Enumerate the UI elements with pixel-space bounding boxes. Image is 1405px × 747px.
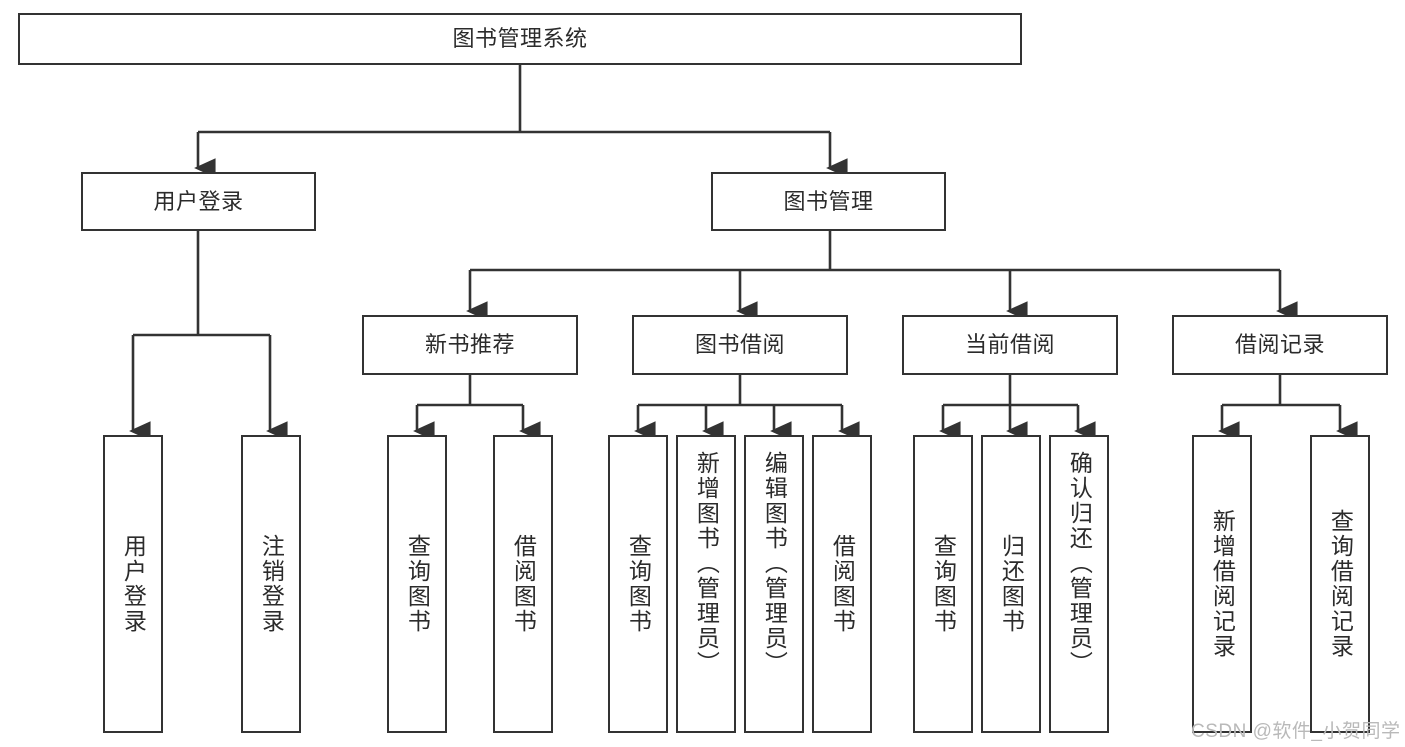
- node-leaf-user-login-label: 用户登录: [120, 534, 147, 634]
- node-leaf-confirm-return-label: 确认归还（管理员）: [1066, 451, 1093, 676]
- node-leaf-query-book-3[interactable]: 查询图书: [913, 435, 973, 733]
- node-user-login[interactable]: 用户登录: [81, 172, 316, 231]
- node-leaf-user-login[interactable]: 用户登录: [103, 435, 163, 733]
- node-leaf-logout-label: 注销登录: [258, 534, 285, 634]
- node-leaf-add-record-label: 新增借阅记录: [1209, 509, 1236, 659]
- node-new-book-recommend[interactable]: 新书推荐: [362, 315, 578, 375]
- node-borrow-record[interactable]: 借阅记录: [1172, 315, 1388, 375]
- node-leaf-return-book-label: 归还图书: [998, 534, 1025, 634]
- node-leaf-query-book-2-label: 查询图书: [625, 534, 652, 634]
- node-current-borrow[interactable]: 当前借阅: [902, 315, 1118, 375]
- node-root-label: 图书管理系统: [452, 26, 588, 52]
- node-leaf-query-book-2[interactable]: 查询图书: [608, 435, 668, 733]
- node-book-management[interactable]: 图书管理: [711, 172, 946, 231]
- node-leaf-logout[interactable]: 注销登录: [241, 435, 301, 733]
- node-leaf-edit-book-label: 编辑图书（管理员）: [761, 451, 788, 676]
- node-current-borrow-label: 当前借阅: [964, 332, 1055, 358]
- node-leaf-return-book[interactable]: 归还图书: [981, 435, 1041, 733]
- node-leaf-add-book[interactable]: 新增图书（管理员）: [676, 435, 736, 733]
- node-book-borrow-label: 图书借阅: [694, 332, 785, 358]
- node-leaf-add-record[interactable]: 新增借阅记录: [1192, 435, 1252, 733]
- node-leaf-query-book-1-label: 查询图书: [404, 534, 431, 634]
- node-root-book-management-system[interactable]: 图书管理系统: [18, 13, 1022, 65]
- node-new-book-recommend-label: 新书推荐: [424, 332, 515, 358]
- node-leaf-query-record-label: 查询借阅记录: [1327, 509, 1354, 659]
- node-leaf-query-record[interactable]: 查询借阅记录: [1310, 435, 1370, 733]
- node-leaf-borrow-book-2-label: 借阅图书: [829, 534, 856, 634]
- node-leaf-confirm-return[interactable]: 确认归还（管理员）: [1049, 435, 1109, 733]
- node-borrow-record-label: 借阅记录: [1234, 332, 1325, 358]
- node-user-login-label: 用户登录: [153, 188, 244, 214]
- node-leaf-borrow-book-1[interactable]: 借阅图书: [493, 435, 553, 733]
- node-leaf-query-book-1[interactable]: 查询图书: [387, 435, 447, 733]
- node-leaf-query-book-3-label: 查询图书: [930, 534, 957, 634]
- node-leaf-edit-book[interactable]: 编辑图书（管理员）: [744, 435, 804, 733]
- node-leaf-borrow-book-2[interactable]: 借阅图书: [812, 435, 872, 733]
- node-book-borrow[interactable]: 图书借阅: [632, 315, 848, 375]
- node-leaf-add-book-label: 新增图书（管理员）: [693, 451, 720, 676]
- node-leaf-borrow-book-1-label: 借阅图书: [510, 534, 537, 634]
- csdn-watermark: CSDN @软件_小贺同学: [1191, 721, 1401, 742]
- node-book-management-label: 图书管理: [783, 188, 874, 214]
